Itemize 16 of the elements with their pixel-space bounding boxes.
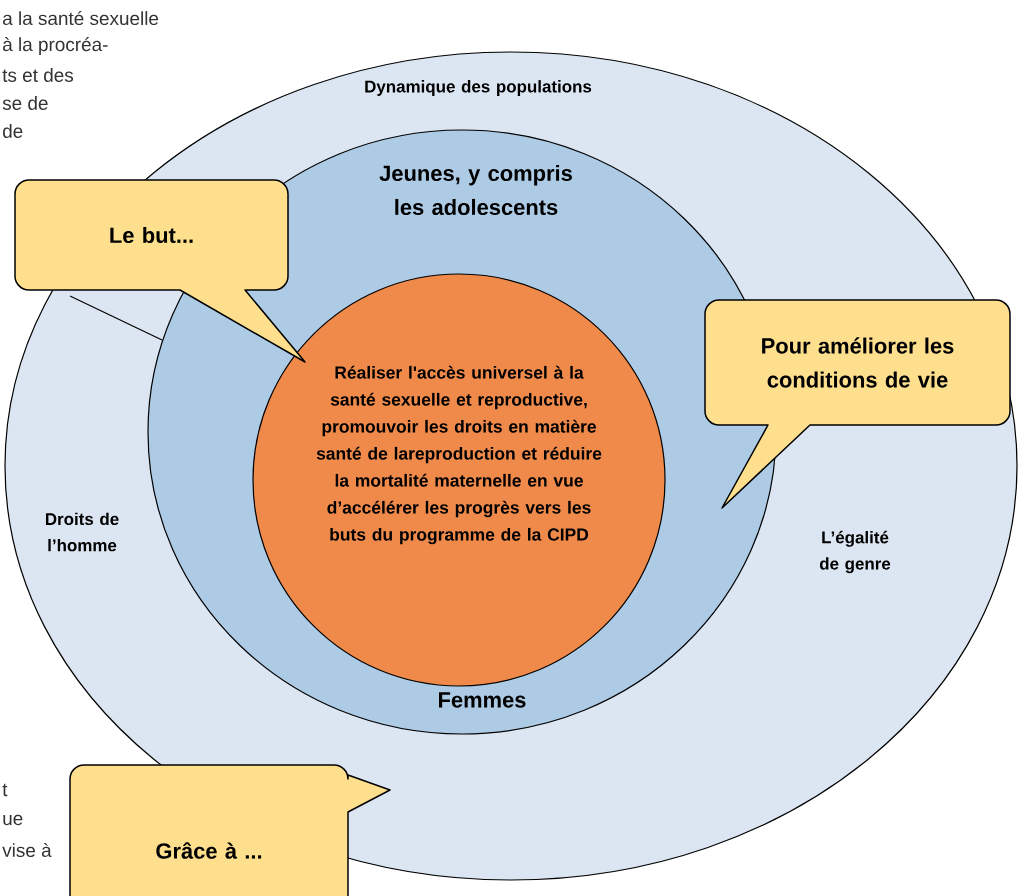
ring-label: Droits de l’homme	[46, 512, 119, 552]
text-fragment: ts et des	[2, 68, 74, 82]
ring-label: Jeunes, y compris les adolescents	[379, 164, 572, 216]
text-fragment: a la santé sexuelle	[3, 10, 159, 26]
text-fragment: ue	[3, 814, 23, 826]
text-fragment: se de	[2, 96, 48, 110]
ring-label: Femmes	[439, 692, 526, 708]
speech-bubble: Grâce à ...	[69, 764, 391, 896]
ring-label: Dynamique des populations	[365, 80, 592, 96]
ring-label: L’égalité de genre	[819, 530, 891, 574]
text-fragment: de	[3, 124, 23, 138]
speech-bubble: Pour améliorer les conditions de vie	[704, 299, 1011, 509]
text-fragment: à la procréa-	[3, 37, 108, 55]
text-fragment: vise à	[2, 842, 52, 858]
ring-label: Réaliser l'accès universel à la santé sexuelle et reproductive, promouvoir les droits en matière santé de lareproduction et réduire la mortalité maternelle en vue d’accélérer les progrès vers les buts du programme de la CIPD	[316, 365, 602, 545]
text-fragment: t	[2, 783, 8, 797]
